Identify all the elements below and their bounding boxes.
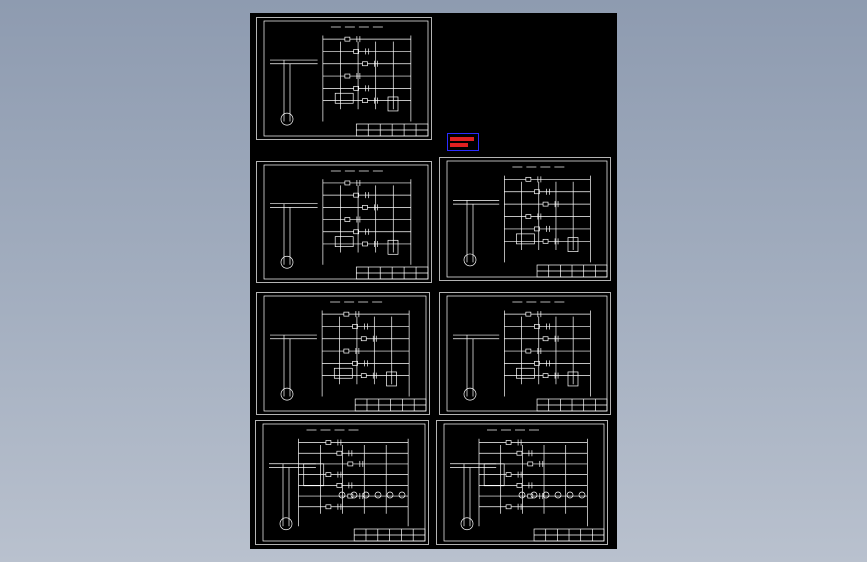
- drawing-sheet-7: [436, 420, 608, 545]
- cad-model-space[interactable]: [250, 13, 617, 549]
- drawing-sheet-1: [256, 17, 432, 140]
- drawing-sheet-4: [256, 292, 430, 415]
- drawing-sheet-5: [439, 292, 611, 415]
- drawing-sheet-3: [439, 157, 611, 281]
- drawing-sheet-2: [256, 161, 432, 283]
- red-stamp-marker: [447, 133, 479, 151]
- drawing-sheet-6: [255, 420, 429, 545]
